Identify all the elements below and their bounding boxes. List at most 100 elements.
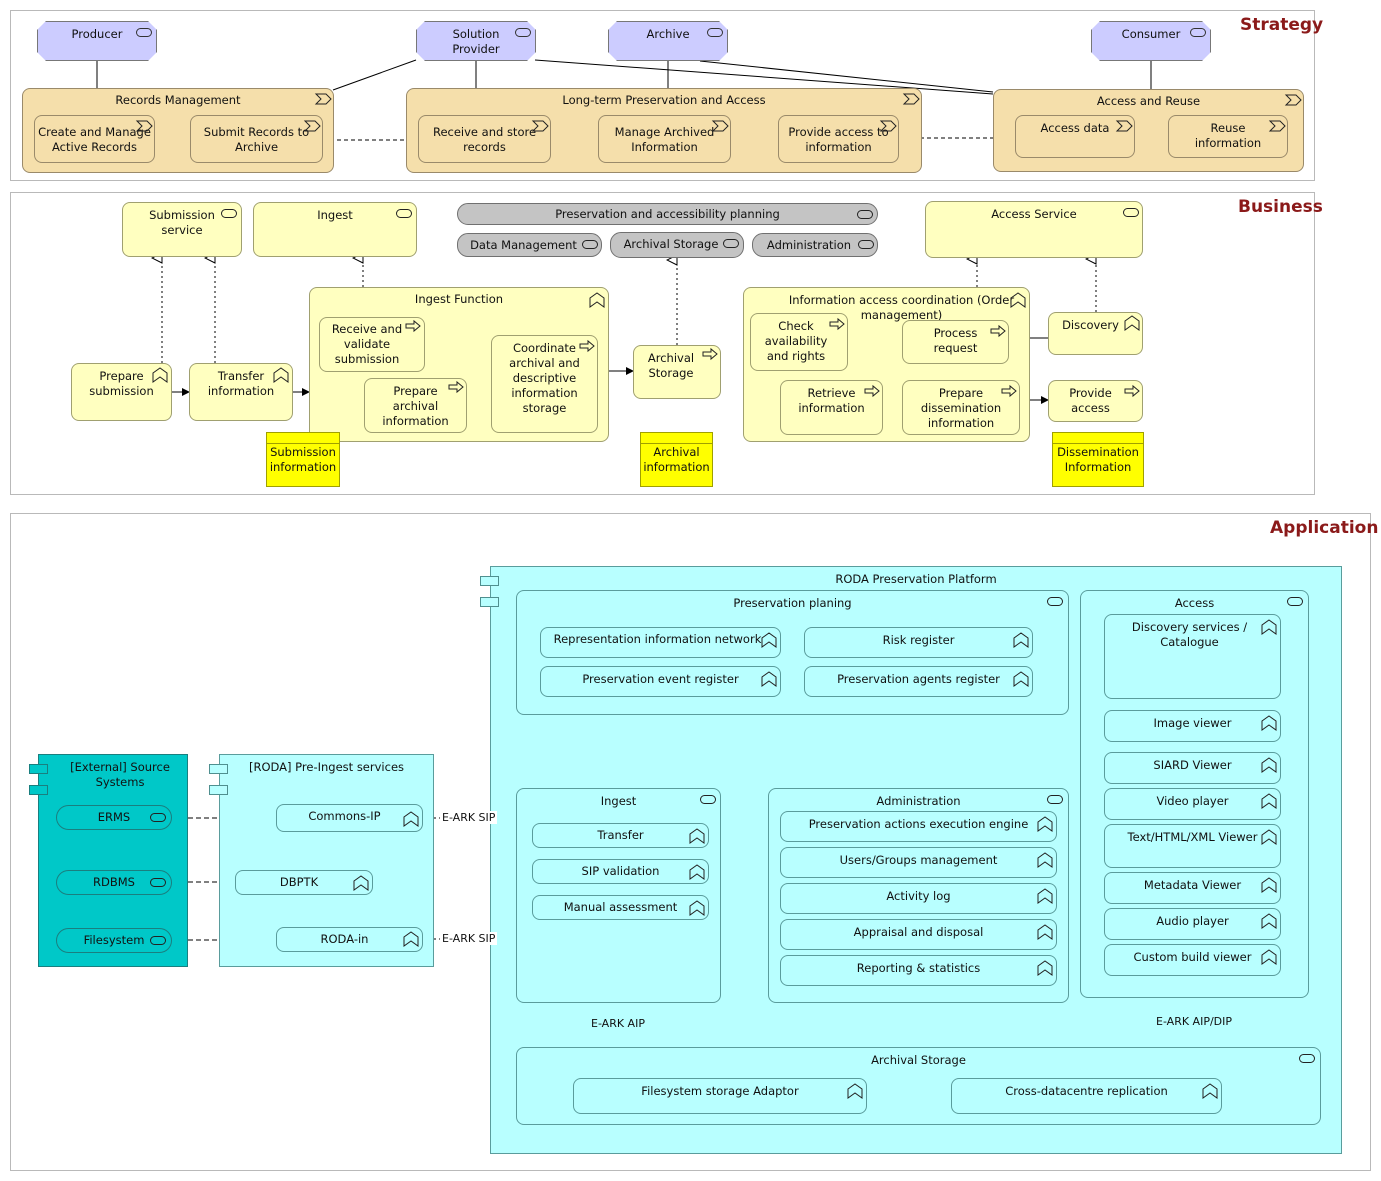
process-discovery-label: Discovery — [1062, 318, 1119, 332]
pre-ingest-title: [RODA] Pre-Ingest services — [248, 760, 405, 774]
service-preservation-planning-label: Preservation and accessibility planning — [555, 207, 780, 221]
process-retrieve-information-label: Retrieve information — [798, 386, 865, 415]
role-icon — [1190, 28, 1206, 37]
process-archival-storage[interactable]: Archival Storage — [633, 345, 721, 399]
process-check-availability[interactable]: Check availability and rights — [750, 313, 848, 371]
process-transfer-information-label: Transfer information — [207, 369, 275, 398]
service-administration[interactable]: Administration — [752, 233, 878, 257]
service-data-management[interactable]: Data Management — [457, 233, 602, 257]
function-commons-ip[interactable]: Commons-IP — [276, 804, 423, 832]
function-dbptk[interactable]: DBPTK — [235, 870, 373, 895]
object-dissemination-information[interactable]: Dissemination Information — [1052, 432, 1144, 487]
function-reporting-statistics[interactable]: Reporting & statistics — [780, 955, 1057, 986]
administration-app-title: Administration — [876, 794, 961, 808]
function-appraisal-disposal[interactable]: Appraisal and disposal — [780, 919, 1057, 950]
function-manual-assessment[interactable]: Manual assessment — [532, 895, 709, 920]
roda-platform-title: RODA Preservation Platform — [835, 572, 997, 586]
process-retrieve-information[interactable]: Retrieve information — [780, 380, 883, 435]
function-siard-viewer[interactable]: SIARD Viewer — [1104, 752, 1281, 784]
edge-label-sip-1: E-ARK SIP — [440, 811, 498, 824]
service-icon — [150, 813, 166, 822]
function-ingest-title: Ingest Function — [414, 292, 504, 306]
process-prepare-archival[interactable]: Prepare archival information — [364, 378, 467, 433]
siard-viewer-label: SIARD Viewer — [1153, 758, 1232, 772]
object-archival-label: Archival information — [643, 445, 710, 474]
edge-label-sip-2: E-ARK SIP — [440, 932, 498, 945]
function-custom-viewer[interactable]: Custom build viewer — [1104, 944, 1281, 976]
process-coordinate[interactable]: Coordinate archival and descriptive info… — [491, 335, 598, 433]
stage-create-manage[interactable]: Create and Manage Active Records — [34, 115, 155, 163]
function-cross-datacentre[interactable]: Cross-datacentre replication — [951, 1078, 1222, 1114]
function-metadata-viewer[interactable]: Metadata Viewer — [1104, 872, 1281, 904]
function-discovery-catalogue[interactable]: Discovery services / Catalogue — [1104, 614, 1281, 699]
function-filesystem-adaptor[interactable]: Filesystem storage Adaptor — [573, 1078, 867, 1114]
process-coordinate-label: Coordinate archival and descriptive info… — [509, 341, 580, 415]
function-preservation-actions[interactable]: Preservation actions execution engine — [780, 811, 1057, 842]
service-administration-label: Administration — [766, 238, 852, 252]
service-archival-storage[interactable]: Archival Storage — [610, 232, 744, 258]
actor-consumer[interactable]: Consumer — [1091, 21, 1211, 61]
access-app-title: Access — [1174, 596, 1215, 610]
actor-producer[interactable]: Producer — [37, 21, 157, 61]
service-icon — [1299, 1054, 1315, 1063]
function-preservation-event-register[interactable]: Preservation event register — [540, 666, 781, 697]
function-risk-register[interactable]: Risk register — [804, 627, 1033, 658]
function-audio-player[interactable]: Audio player — [1104, 908, 1281, 940]
function-preservation-agents-register[interactable]: Preservation agents register — [804, 666, 1033, 697]
function-activity-log[interactable]: Activity log — [780, 883, 1057, 914]
stage-receive-store[interactable]: Receive and store records — [418, 115, 551, 163]
process-discovery[interactable]: Discovery — [1048, 312, 1143, 355]
stage-access-data[interactable]: Access data — [1015, 115, 1135, 158]
representation-network-label: Representation information network — [553, 632, 762, 646]
service-ingest[interactable]: Ingest — [253, 202, 417, 257]
stage-manage-archived[interactable]: Manage Archived Information — [598, 115, 731, 163]
sip-validation-label: SIP validation — [581, 864, 660, 878]
service-submission[interactable]: Submission service — [122, 202, 242, 257]
stage-submit-records[interactable]: Submit Records to Archive — [190, 115, 323, 163]
function-users-groups[interactable]: Users/Groups management — [780, 847, 1057, 878]
video-player-label: Video player — [1156, 794, 1229, 808]
access-reuse-title: Access and Reuse — [1096, 94, 1201, 108]
service-icon — [857, 210, 873, 219]
interface-rdbms[interactable]: RDBMS — [56, 870, 172, 895]
service-icon — [221, 209, 237, 218]
stage-manage-archived-label: Manage Archived Information — [614, 125, 715, 154]
process-provide-access[interactable]: Provide access — [1048, 380, 1143, 422]
interface-erms-label: ERMS — [97, 810, 131, 824]
stage-create-manage-label: Create and Manage Active Records — [38, 125, 151, 154]
function-commons-ip-label: Commons-IP — [308, 809, 381, 823]
component-icon — [480, 576, 499, 586]
process-prepare-submission[interactable]: Prepare submission — [71, 363, 172, 421]
actor-solution-provider[interactable]: Solution Provider — [416, 21, 536, 61]
service-data-management-label: Data Management — [470, 238, 577, 252]
process-receive-validate[interactable]: Receive and validate submission — [319, 317, 425, 372]
function-roda-in[interactable]: RODA-in — [276, 927, 423, 952]
service-icon — [858, 240, 874, 249]
service-icon — [1047, 597, 1063, 606]
function-representation-network[interactable]: Representation information network — [540, 627, 781, 658]
actor-archive[interactable]: Archive — [608, 21, 728, 61]
actor-solution-provider-label: Solution Provider — [452, 27, 500, 56]
function-roda-in-label: RODA-in — [320, 932, 369, 946]
stage-provide-access[interactable]: Provide access to information — [778, 115, 899, 163]
component-icon — [209, 785, 228, 795]
service-access[interactable]: Access Service — [925, 201, 1143, 258]
function-image-viewer[interactable]: Image viewer — [1104, 710, 1281, 742]
process-process-request[interactable]: Process request — [902, 320, 1009, 364]
stage-access-data-label: Access data — [1040, 121, 1110, 135]
service-ingest-label: Ingest — [317, 208, 353, 222]
function-text-viewer[interactable]: Text/HTML/XML Viewer — [1104, 824, 1281, 868]
service-preservation-planning[interactable]: Preservation and accessibility planning — [457, 203, 878, 225]
stage-reuse-information[interactable]: Reuse information — [1168, 115, 1288, 158]
function-transfer[interactable]: Transfer — [532, 823, 709, 848]
process-transfer-information[interactable]: Transfer information — [189, 363, 293, 421]
object-archival-information[interactable]: Archival information — [640, 432, 713, 487]
process-prepare-dissemination[interactable]: Prepare dissemination information — [902, 380, 1020, 435]
object-submission-information[interactable]: Submission information — [266, 432, 340, 487]
role-icon — [136, 28, 152, 37]
risk-register-label: Risk register — [882, 633, 955, 647]
service-icon — [396, 209, 412, 218]
function-video-player[interactable]: Video player — [1104, 788, 1281, 820]
role-icon — [707, 28, 723, 37]
function-sip-validation[interactable]: SIP validation — [532, 859, 709, 884]
